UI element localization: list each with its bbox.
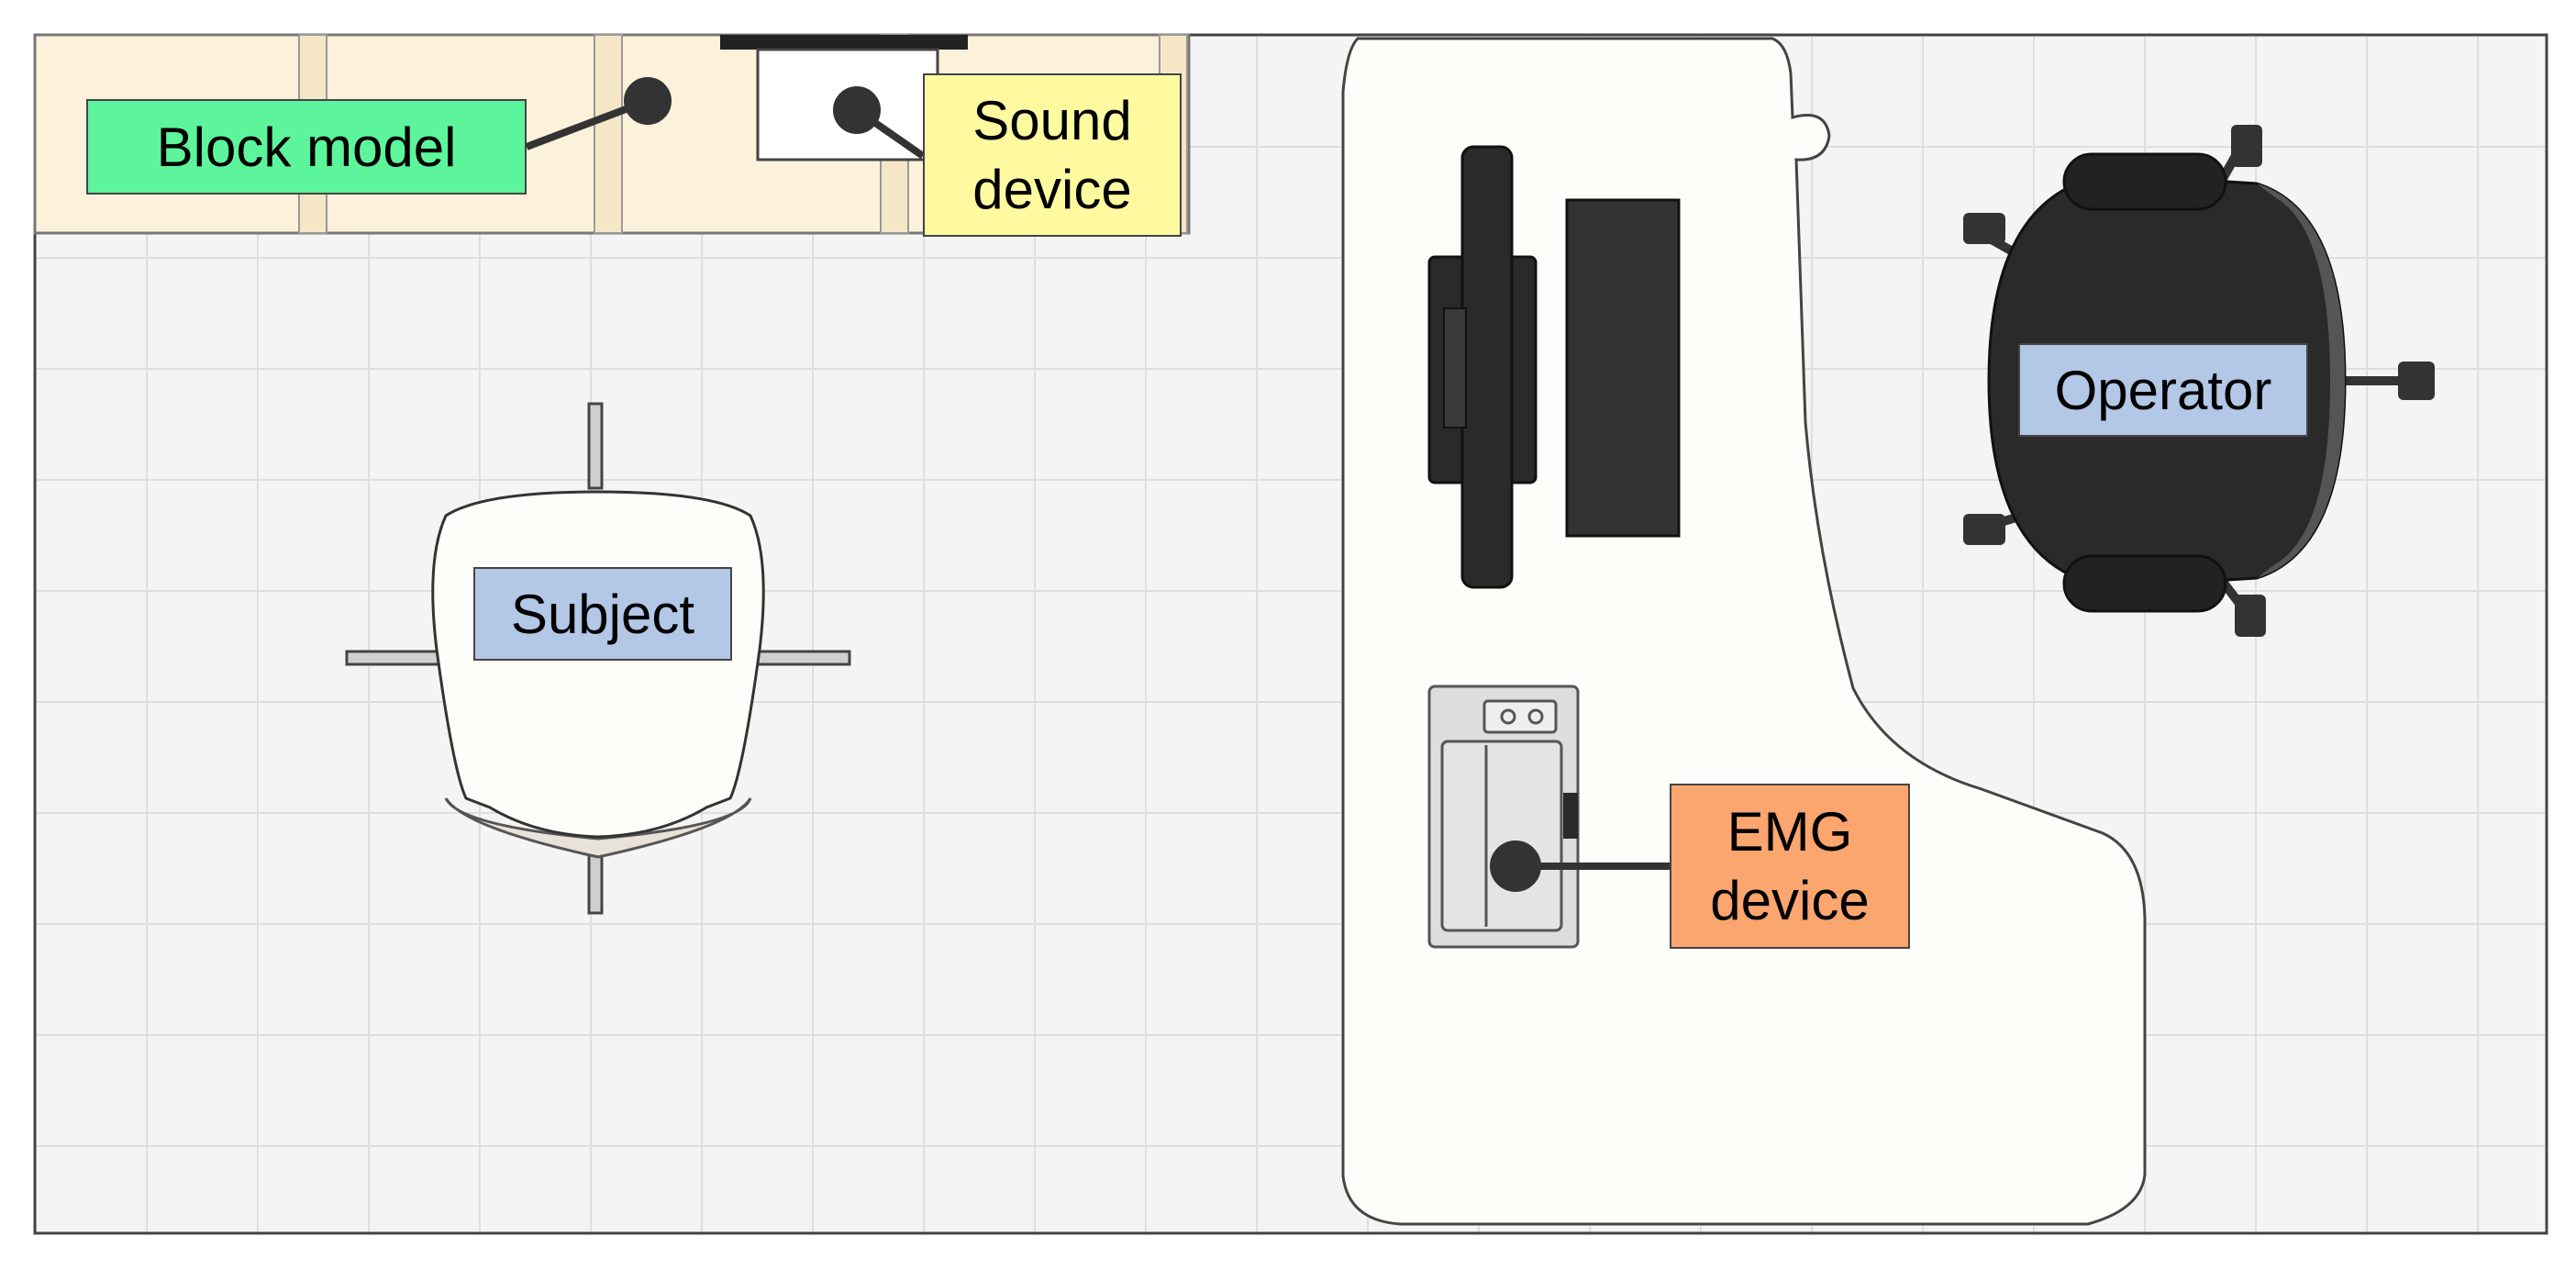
keyboard: [1565, 198, 1681, 538]
emg-device-shape: [1427, 685, 1580, 949]
monitor: [1427, 145, 1538, 589]
subject-label: Subject: [473, 567, 732, 661]
emg-device-dot: [1490, 840, 1541, 892]
block-model-dot: [624, 77, 672, 125]
emg-device-label: EMG device: [1670, 784, 1910, 949]
operator-label: Operator: [2018, 343, 2308, 437]
sound-device-label: Sound device: [923, 73, 1182, 237]
callout-lines: [525, 77, 1670, 892]
block-model-label: Block model: [86, 99, 527, 195]
sound-device-dot: [833, 86, 881, 134]
